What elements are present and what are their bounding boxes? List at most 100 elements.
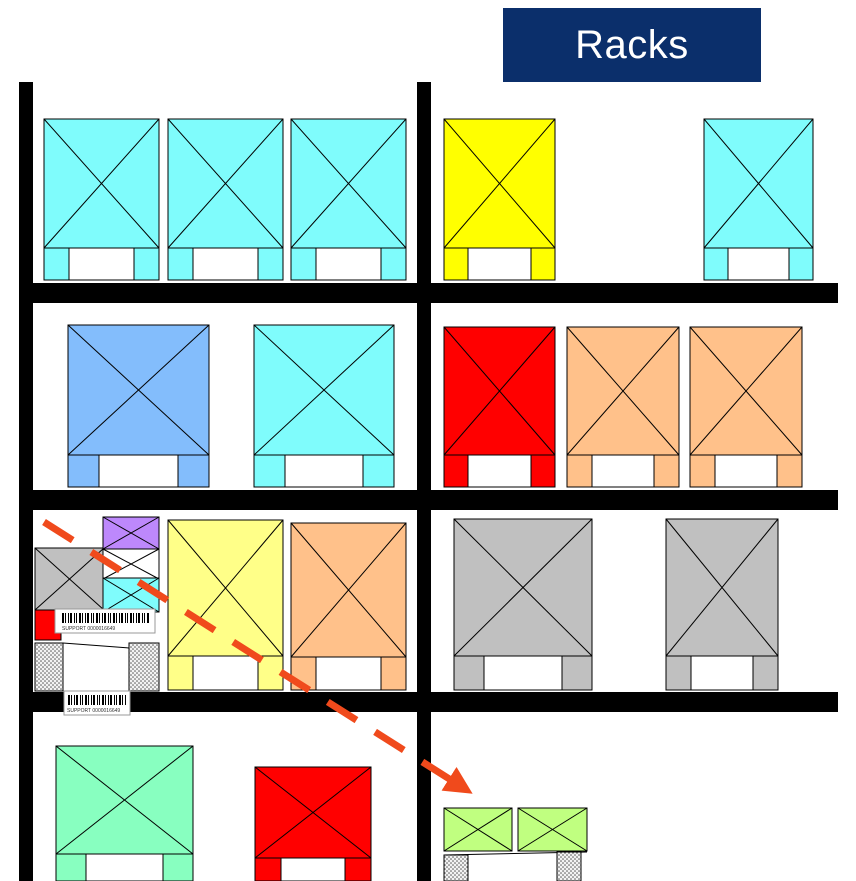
pallet-cyan-4-foot-left bbox=[704, 248, 728, 280]
barcode-bar bbox=[99, 613, 100, 623]
pallet-orange-1 bbox=[567, 327, 679, 487]
pallet-red-1-gap bbox=[468, 455, 531, 487]
pallet-cyan-1-foot-left bbox=[44, 248, 69, 280]
barcode-bar bbox=[116, 613, 117, 623]
pallet-cyan-5 bbox=[254, 325, 394, 487]
pallet-cyan-3 bbox=[291, 119, 406, 280]
pallet-yellow-1-gap bbox=[468, 248, 531, 280]
pallet-red-2-gap bbox=[281, 858, 345, 881]
pallet-lightyellow-1 bbox=[168, 520, 283, 690]
barcode-bar bbox=[122, 695, 123, 705]
barcode-bar bbox=[130, 613, 132, 623]
pallet-red-2-foot-right bbox=[345, 858, 371, 881]
barcode-bar bbox=[91, 613, 92, 623]
barcode-bar bbox=[93, 695, 95, 705]
barcode-bar bbox=[79, 613, 81, 623]
pallet-yellow-1 bbox=[444, 119, 555, 280]
pallet-orange-1-gap bbox=[592, 455, 654, 487]
pallet-orange-3-foot-right bbox=[381, 657, 406, 690]
pallet-green-1-foot-right bbox=[163, 854, 193, 881]
pallet-blue-1-gap bbox=[99, 455, 178, 487]
barcode-bar bbox=[70, 613, 72, 623]
pallet-blue-1-foot-left bbox=[68, 455, 99, 487]
barcode-bar bbox=[80, 695, 81, 705]
pallet-red-2-foot-left bbox=[255, 858, 281, 881]
pallet-orange-2-foot-right bbox=[777, 455, 802, 487]
pallet-red-1-foot-right bbox=[531, 455, 555, 487]
pallet-gray-2 bbox=[666, 519, 778, 690]
barcode-bar bbox=[114, 695, 115, 705]
pallet-cyan-5-foot-right bbox=[363, 455, 394, 487]
barcode-label-2: SUPPORT 0000016649 bbox=[64, 691, 130, 715]
pallet-cyan-2 bbox=[168, 119, 283, 280]
pallet-cyan-2-foot-left bbox=[168, 248, 193, 280]
barcode-bar bbox=[108, 613, 109, 623]
pallet-gray-1-foot-left bbox=[454, 656, 484, 690]
barcode-bar bbox=[110, 695, 112, 705]
pallet-cyan-2-foot-right bbox=[258, 248, 283, 280]
barcode-bar bbox=[133, 613, 134, 623]
barcode-bar bbox=[74, 695, 75, 705]
pallet-green-1-gap bbox=[86, 854, 163, 881]
stacked-load-group bbox=[35, 517, 159, 691]
barcode-bar bbox=[125, 695, 126, 705]
dotted-support-left bbox=[35, 643, 63, 691]
pallet-orange-1-foot-right bbox=[654, 455, 679, 487]
barcode-bar bbox=[125, 613, 126, 623]
pallet-cyan-3-gap bbox=[316, 248, 381, 280]
barcode-bar bbox=[121, 613, 123, 623]
pallet-cyan-3-foot-left bbox=[291, 248, 316, 280]
barcode-bar bbox=[97, 695, 98, 705]
pallet-lightyellow-1-foot-right bbox=[258, 656, 283, 690]
beam-level-2 bbox=[19, 490, 838, 510]
barcode-bar bbox=[76, 613, 77, 623]
beam-level-3 bbox=[19, 692, 838, 712]
barcode-bar bbox=[102, 695, 104, 705]
barcode-bar bbox=[113, 613, 115, 623]
barcode-text-2: SUPPORT 0000016649 bbox=[67, 708, 120, 714]
barcode-bar bbox=[82, 613, 83, 623]
pallet-cyan-4 bbox=[704, 119, 813, 280]
barcode-bar bbox=[119, 613, 120, 623]
barcode-bar bbox=[147, 613, 149, 623]
pallet-yellow-1-foot-right bbox=[531, 248, 555, 280]
pallet-lightyellow-1-foot-left bbox=[168, 656, 193, 690]
pallet-red-1-foot-left bbox=[444, 455, 468, 487]
pallet-orange-3 bbox=[291, 523, 406, 690]
barcode-bar bbox=[68, 613, 69, 623]
barcode-bar bbox=[71, 695, 72, 705]
barcode-bar bbox=[87, 613, 89, 623]
barcode-bar bbox=[138, 613, 140, 623]
pallet-gray-1 bbox=[454, 519, 592, 690]
pallet-green-1 bbox=[56, 746, 193, 881]
barcode-bar bbox=[108, 695, 109, 705]
pallet-gray-1-foot-right bbox=[562, 656, 592, 690]
barcode-bar bbox=[119, 695, 121, 705]
pallet-cyan-4-foot-right bbox=[789, 248, 813, 280]
barcode-bar bbox=[74, 613, 75, 623]
barcode-bar bbox=[102, 613, 103, 623]
barcode-bar bbox=[85, 613, 86, 623]
dotted-support-lime-right bbox=[557, 852, 581, 881]
lime-pallet-group bbox=[444, 808, 587, 881]
barcode-bar bbox=[85, 695, 87, 705]
pallet-cyan-1-gap bbox=[69, 248, 134, 280]
barcode-bar bbox=[142, 613, 143, 623]
barcode-bar bbox=[127, 613, 128, 623]
pallet-blue-1 bbox=[68, 325, 209, 487]
barcode-bar bbox=[82, 695, 83, 705]
pallet-gray-2-foot-right bbox=[753, 656, 778, 690]
dotted-support-lime-left bbox=[444, 855, 468, 881]
pallet-cyan-3-foot-right bbox=[381, 248, 406, 280]
pallet-orange-2 bbox=[690, 327, 802, 487]
barcode-bar bbox=[99, 695, 100, 705]
pallet-green-1-foot-left bbox=[56, 854, 86, 881]
pallet-cyan-1-foot-right bbox=[134, 248, 159, 280]
barcode-bar bbox=[136, 613, 137, 623]
pallet-cyan-5-foot-left bbox=[254, 455, 285, 487]
barcode-bar bbox=[88, 695, 89, 705]
pallet-yellow-1-foot-left bbox=[444, 248, 468, 280]
pallet-orange-1-foot-left bbox=[567, 455, 592, 487]
pallet-orange-2-foot-left bbox=[690, 455, 715, 487]
